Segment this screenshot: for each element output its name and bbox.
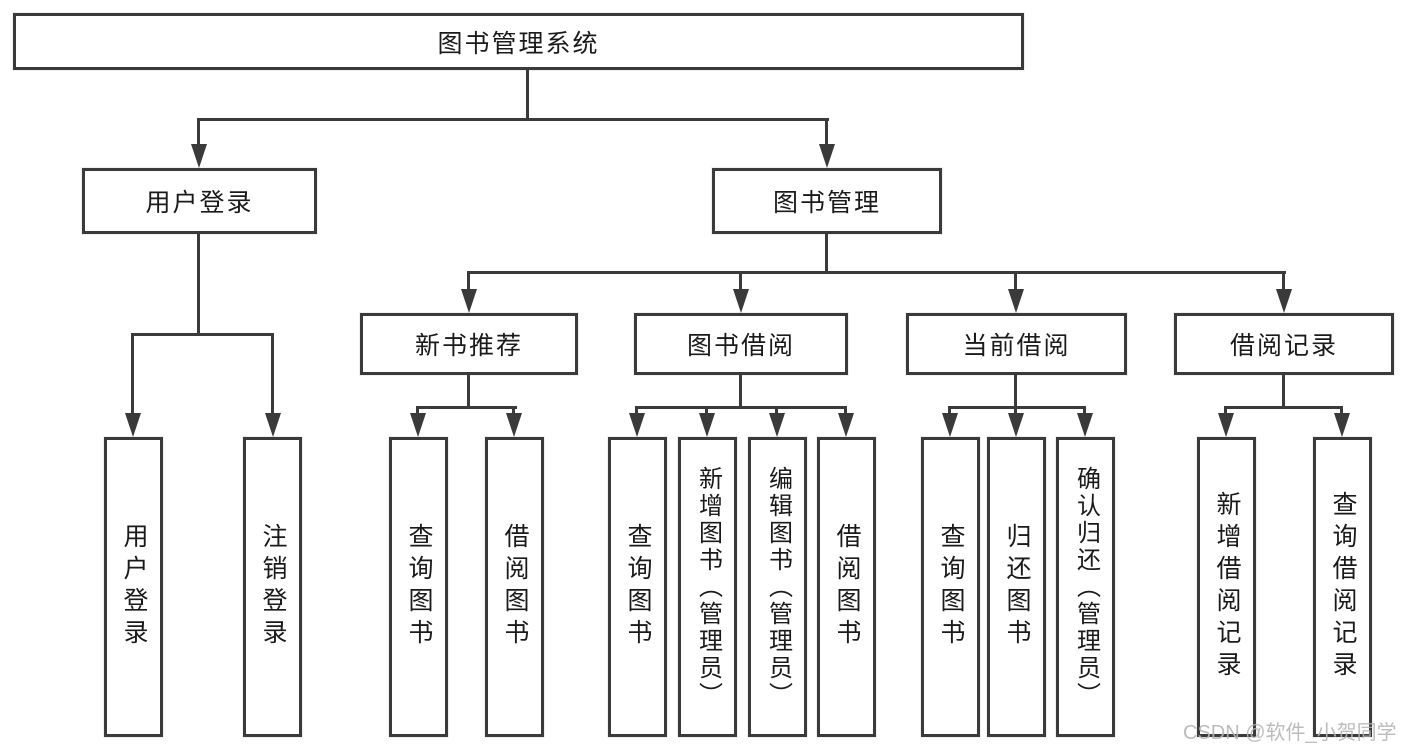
connector-line [1224, 406, 1343, 409]
leaf-logout: 注销登录 [243, 437, 302, 737]
arrow-down-icon [629, 413, 645, 437]
connector-line [844, 406, 847, 419]
connector-line [948, 406, 951, 419]
arrow-down-icon [733, 289, 749, 313]
connector-line [467, 375, 470, 408]
connector-line [197, 234, 200, 335]
node-current-borrowing: 当前借阅 [906, 313, 1127, 375]
connector-line [131, 333, 273, 336]
leaf-bb-add-book-admin: 新增图书（管理员） [678, 437, 737, 737]
arrow-down-icon [1008, 413, 1024, 437]
node-book-management: 图书管理 [712, 168, 942, 234]
node-new-book-recommendation: 新书推荐 [360, 313, 578, 375]
leaf-nbr-borrow-books: 借阅图书 [485, 437, 544, 737]
connector-line [1014, 406, 1017, 419]
connector-line [825, 234, 828, 273]
connector-line [1282, 271, 1285, 295]
connector-line [635, 406, 638, 419]
csdn-watermark: CSDN @软件_小贺同学 [1183, 722, 1397, 744]
connector-line [1014, 271, 1017, 295]
connector-line [416, 406, 517, 409]
arrow-down-icon [699, 413, 715, 437]
leaf-br-query-record: 查询借阅记录 [1313, 437, 1372, 737]
node-borrowing-records: 借阅记录 [1174, 313, 1394, 375]
connector-line [512, 406, 515, 419]
arrow-down-icon [838, 413, 854, 437]
leaf-br-add-record: 新增借阅记录 [1197, 437, 1256, 737]
leaf-user-login: 用户登录 [104, 437, 163, 737]
node-library-management-system: 图书管理系统 [13, 13, 1024, 70]
arrow-down-icon [265, 413, 281, 437]
arrow-down-icon [1218, 413, 1234, 437]
leaf-bb-edit-book-admin: 编辑图书（管理员） [748, 437, 807, 737]
connector-line [1083, 406, 1086, 419]
arrow-down-icon [1334, 413, 1350, 437]
leaf-cb-confirm-return-admin: 确认归还（管理员） [1056, 437, 1115, 737]
arrow-down-icon [1008, 289, 1024, 313]
connector-line [705, 406, 708, 419]
connector-line [1282, 375, 1285, 408]
connector-line [948, 406, 1086, 409]
arrow-down-icon [410, 413, 426, 437]
node-user-login: 用户登录 [82, 168, 317, 234]
arrow-down-icon [461, 289, 477, 313]
leaf-cb-return-books: 归还图书 [987, 437, 1046, 737]
connector-line [635, 406, 847, 409]
connector-line [526, 68, 529, 120]
connector-line [1224, 406, 1227, 419]
connector-line [739, 375, 742, 408]
arrow-down-icon [506, 413, 522, 437]
connector-line [1340, 406, 1343, 419]
leaf-nbr-query-books: 查询图书 [389, 437, 448, 737]
arrow-down-icon [125, 413, 141, 437]
arrow-down-icon [819, 144, 835, 168]
connector-line [1014, 375, 1017, 408]
leaf-bb-query-books: 查询图书 [608, 437, 667, 737]
connector-line [467, 271, 1286, 274]
connector-line [131, 333, 134, 415]
connector-line [416, 406, 419, 419]
connector-line [825, 118, 828, 148]
arrow-down-icon [191, 144, 207, 168]
connector-line [197, 118, 200, 148]
connector-line [467, 271, 470, 295]
connector-line [271, 333, 274, 415]
leaf-bb-borrow-books: 借阅图书 [817, 437, 876, 737]
arrow-down-icon [942, 413, 958, 437]
arrow-down-icon [1077, 413, 1093, 437]
arrow-down-icon [769, 413, 785, 437]
connector-line [739, 271, 742, 295]
arrow-down-icon [1276, 289, 1292, 313]
connector-line [775, 406, 778, 419]
leaf-cb-query-books: 查询图书 [921, 437, 980, 737]
node-book-borrowing: 图书借阅 [634, 313, 848, 375]
connector-line [197, 118, 829, 121]
